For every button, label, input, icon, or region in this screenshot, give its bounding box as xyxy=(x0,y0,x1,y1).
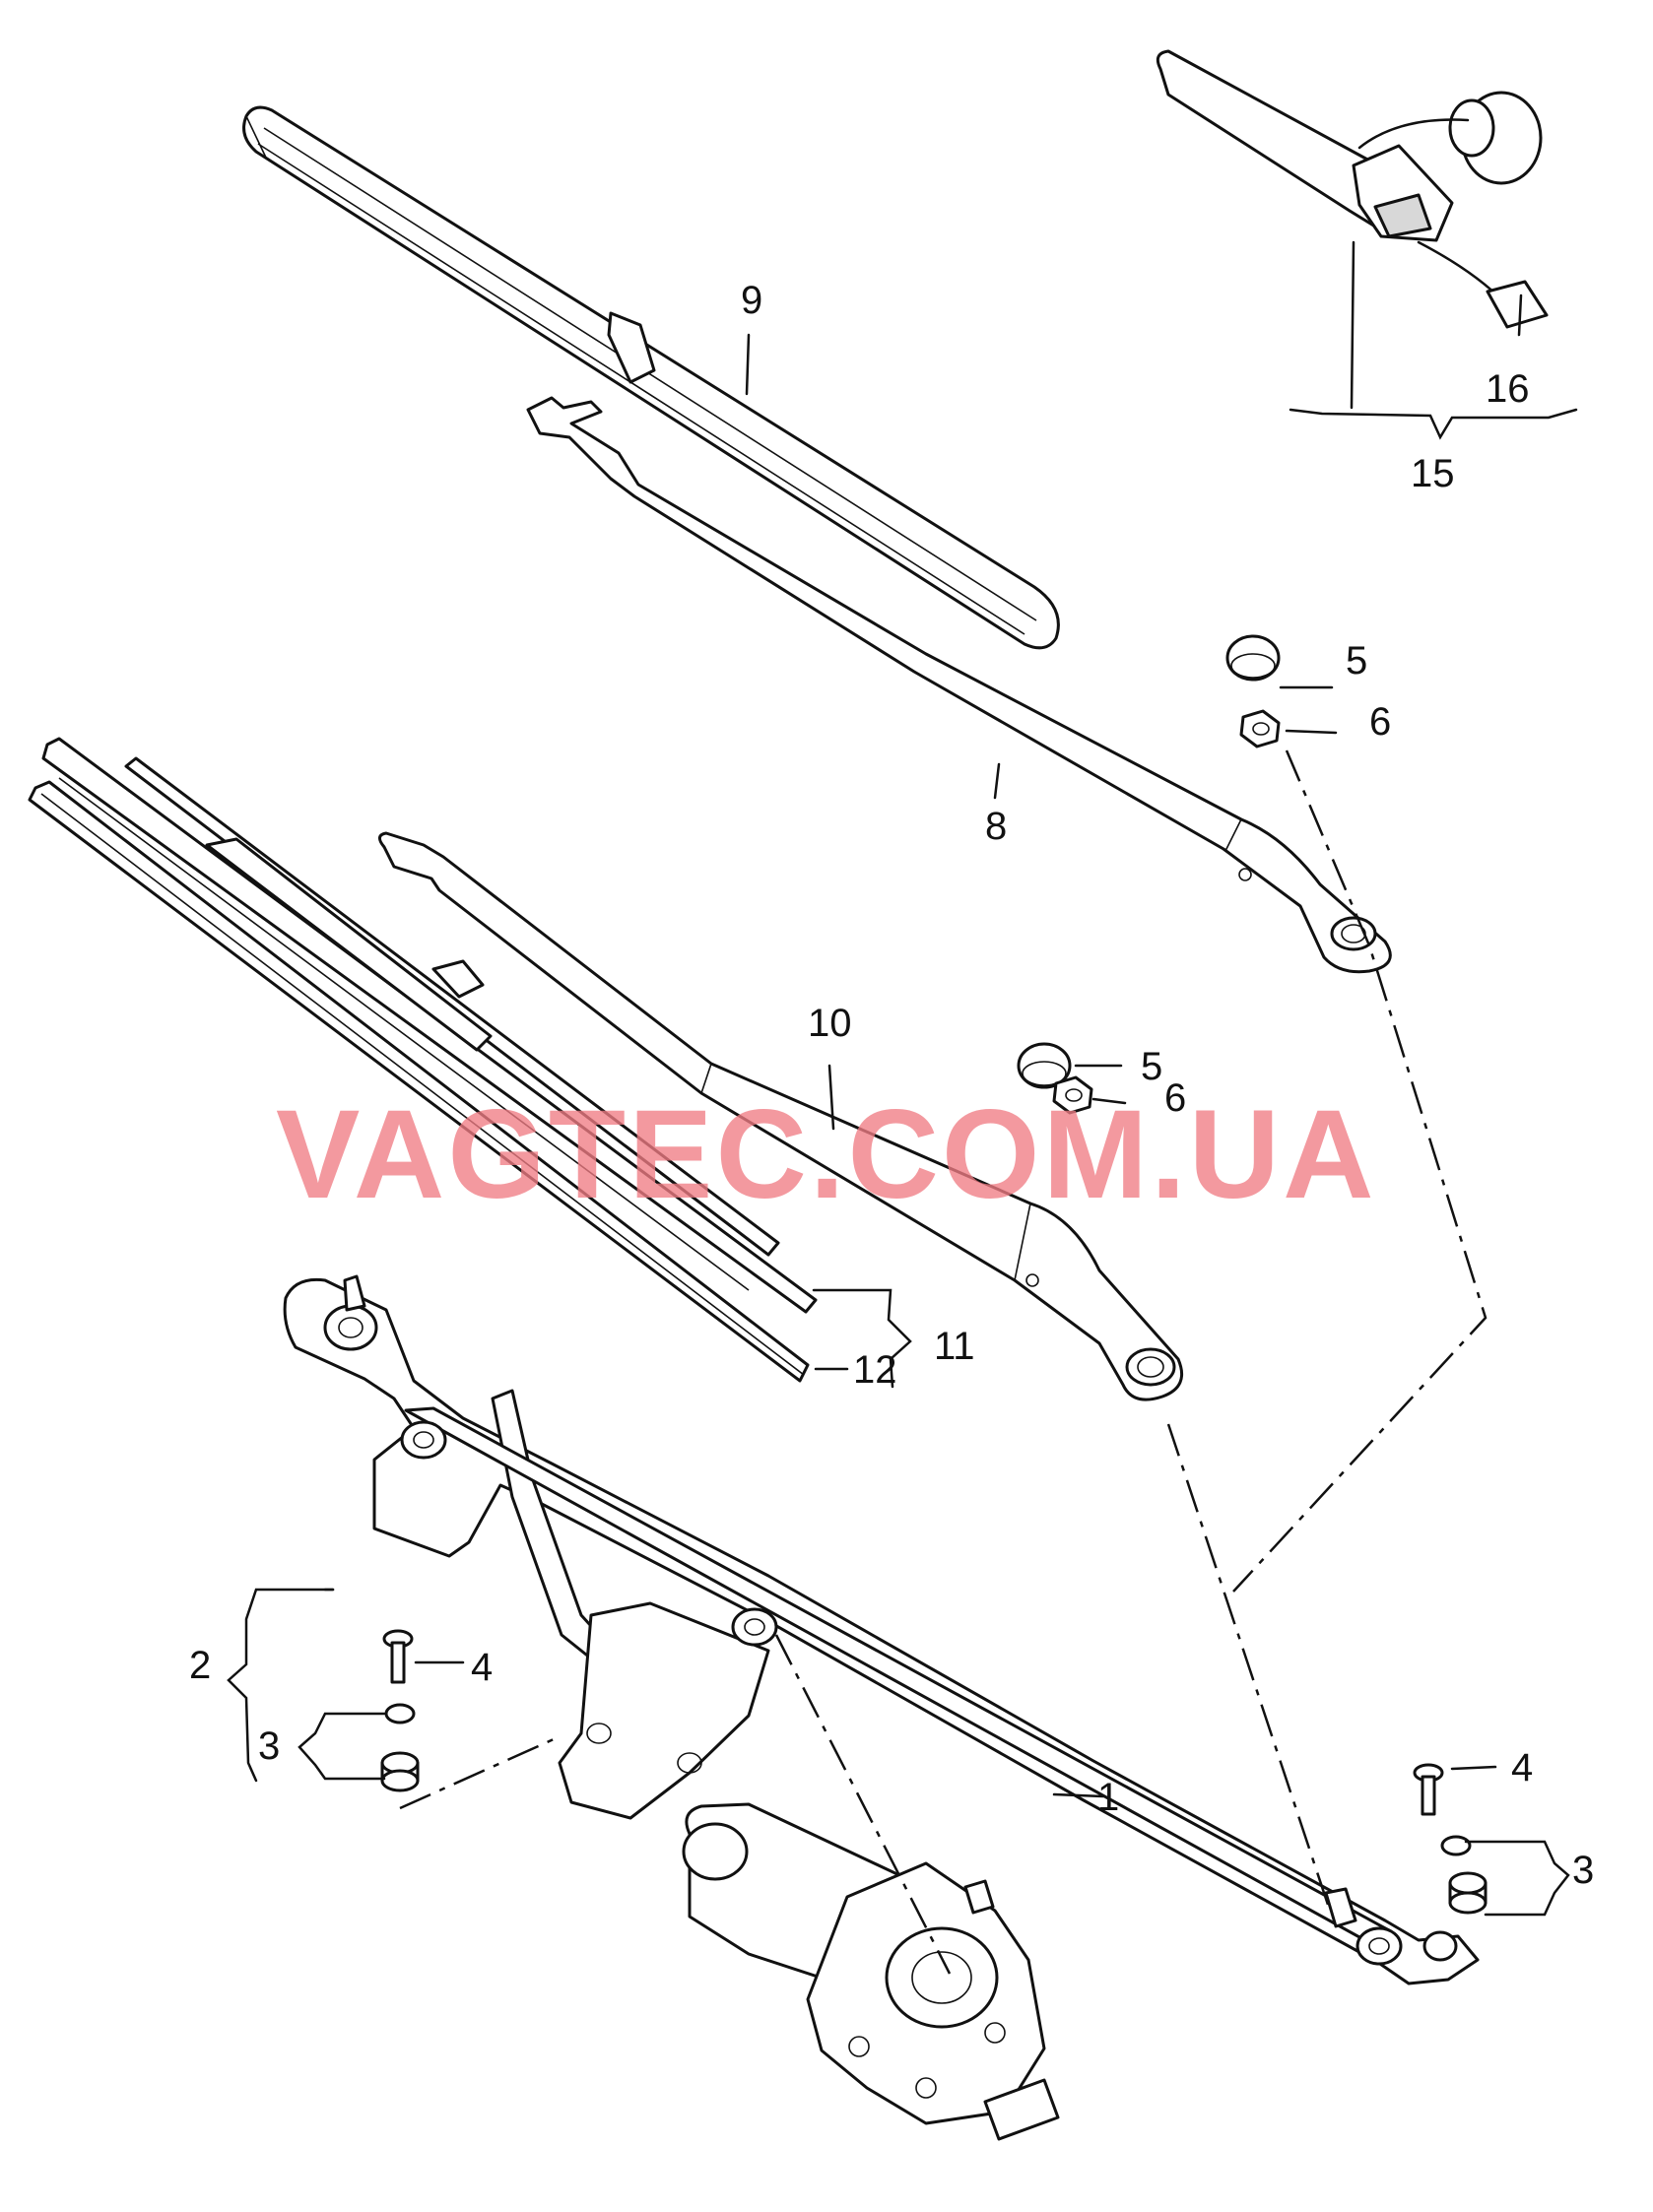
bolt-left xyxy=(382,1629,414,1684)
wiper-blade-upper xyxy=(242,105,1060,650)
nut-mid xyxy=(1052,1075,1093,1115)
callout-3-right: 3 xyxy=(1572,1849,1594,1892)
watermark: VAGTEC.COM.UA xyxy=(276,1084,1377,1225)
callout-6-top: 6 xyxy=(1369,700,1391,744)
washer-right xyxy=(1440,1835,1472,1856)
wiper-arm-lower xyxy=(378,831,1183,1401)
callout-1: 1 xyxy=(1097,1776,1119,1819)
callout-4-right: 4 xyxy=(1511,1746,1533,1789)
callout-12: 12 xyxy=(853,1348,897,1392)
callout-5-top: 5 xyxy=(1346,639,1367,683)
callout-9: 9 xyxy=(741,279,762,322)
bushing-left xyxy=(380,1751,420,1792)
cap-top xyxy=(1225,634,1281,682)
bolt-right xyxy=(1413,1763,1444,1816)
wiper-arm-upper xyxy=(526,396,1392,974)
cap-mid xyxy=(1017,1042,1072,1089)
washer-left xyxy=(384,1703,416,1724)
bushing-right xyxy=(1448,1871,1488,1915)
callout-5-mid: 5 xyxy=(1141,1045,1162,1088)
leader-lines xyxy=(227,240,1578,1917)
callout-6-mid: 6 xyxy=(1164,1076,1186,1120)
callout-4-left: 4 xyxy=(471,1646,493,1689)
nut-top xyxy=(1239,709,1281,748)
wiper-blade-lower xyxy=(28,737,818,1383)
callout-3-left: 3 xyxy=(258,1724,280,1768)
wiper-arm-with-nozzle xyxy=(1156,49,1549,329)
callouts: 1 2 3 3 4 4 5 5 6 6 8 9 10 11 12 15 16 xyxy=(189,279,1594,1892)
callout-2: 2 xyxy=(189,1644,211,1687)
callout-11: 11 xyxy=(934,1325,975,1368)
alignment-lines xyxy=(399,749,1488,1975)
callout-16: 16 xyxy=(1486,367,1530,411)
callout-10: 10 xyxy=(808,1002,852,1045)
wiper-linkage-frame xyxy=(283,1274,1480,1985)
callout-8: 8 xyxy=(985,805,1007,848)
callout-15: 15 xyxy=(1411,452,1455,495)
wiper-motor xyxy=(682,1802,1060,2141)
